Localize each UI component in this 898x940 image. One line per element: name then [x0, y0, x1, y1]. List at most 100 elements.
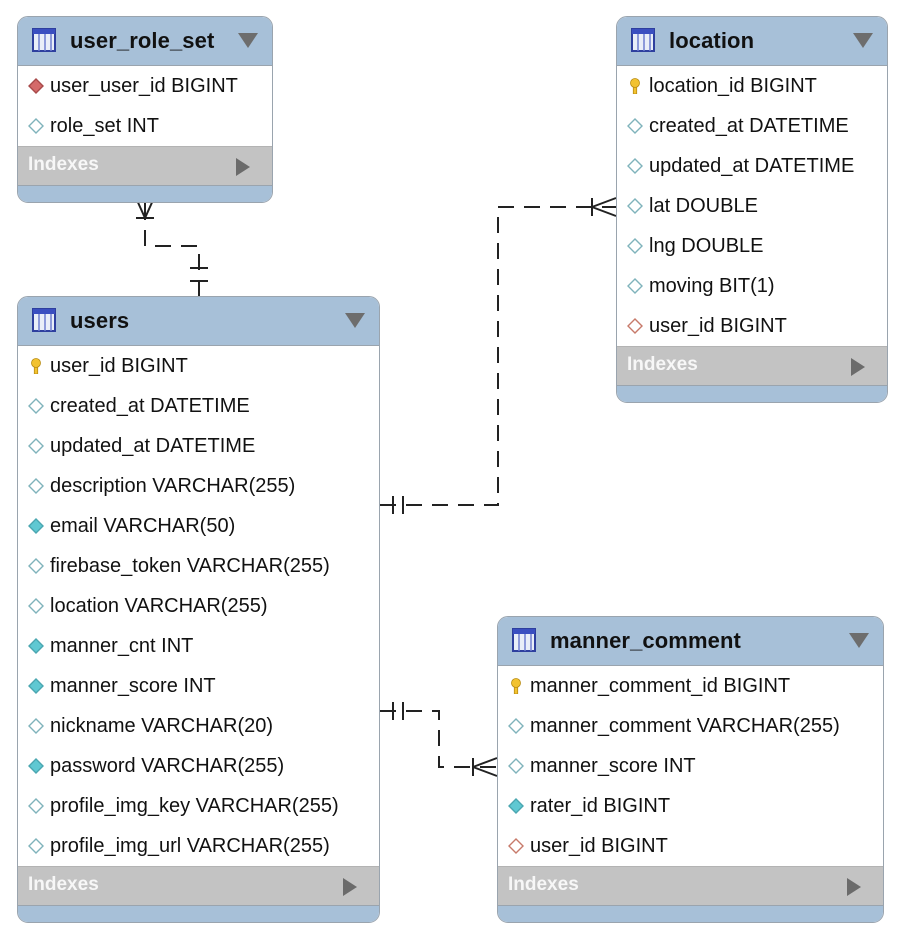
table-header[interactable]: manner_comment	[498, 617, 883, 666]
primary-key-icon	[511, 678, 521, 694]
table-icon	[32, 28, 56, 52]
table-footer	[498, 905, 883, 922]
nullable-foreign-key-diamond-icon	[627, 318, 643, 334]
column-row[interactable]: role_set INT	[18, 106, 272, 146]
column-row[interactable]: manner_comment_id BIGINT	[498, 666, 883, 706]
column-name: password VARCHAR(255)	[50, 755, 285, 777]
relationship-users-location	[380, 197, 617, 514]
nullable-column-diamond-icon	[627, 238, 643, 254]
not-null-column-diamond-icon	[28, 638, 44, 654]
column-name: updated_at DATETIME	[50, 435, 256, 457]
expand-arrow-icon[interactable]	[343, 878, 357, 896]
column-row[interactable]: user_user_id BIGINT	[18, 66, 272, 106]
column-row[interactable]: description VARCHAR(255)	[18, 466, 379, 506]
column-row[interactable]: profile_img_key VARCHAR(255)	[18, 786, 379, 826]
column-row[interactable]: lng DOUBLE	[617, 226, 887, 266]
relationship-users-manner-comment	[380, 702, 498, 777]
column-list: manner_comment_id BIGINT manner_comment V…	[498, 666, 883, 866]
column-row[interactable]: manner_score INT	[18, 666, 379, 706]
indexes-label: Indexes	[508, 874, 579, 895]
not-null-column-diamond-icon	[508, 798, 524, 814]
nullable-column-diamond-icon	[28, 398, 44, 414]
column-name: created_at DATETIME	[50, 395, 250, 417]
column-row[interactable]: firebase_token VARCHAR(255)	[18, 546, 379, 586]
column-row[interactable]: manner_comment VARCHAR(255)	[498, 706, 883, 746]
column-row[interactable]: nickname VARCHAR(20)	[18, 706, 379, 746]
column-row[interactable]: updated_at DATETIME	[617, 146, 887, 186]
indexes-section[interactable]: Indexes	[617, 346, 887, 385]
nullable-column-diamond-icon	[28, 598, 44, 614]
column-name: manner_score INT	[50, 675, 216, 697]
table-footer	[18, 905, 379, 922]
column-name: manner_score INT	[530, 755, 696, 777]
collapse-caret-icon[interactable]	[345, 313, 365, 328]
indexes-label: Indexes	[28, 154, 99, 175]
indexes-section[interactable]: Indexes	[18, 146, 272, 185]
nullable-column-diamond-icon	[28, 798, 44, 814]
primary-key-icon	[31, 358, 41, 374]
foreign-key-diamond-icon	[28, 78, 44, 94]
nullable-column-diamond-icon	[28, 718, 44, 734]
column-name: user_id BIGINT	[530, 835, 668, 857]
column-row[interactable]: manner_cnt INT	[18, 626, 379, 666]
collapse-caret-icon[interactable]	[849, 633, 869, 648]
column-row[interactable]: lat DOUBLE	[617, 186, 887, 226]
column-name: user_id BIGINT	[50, 355, 188, 377]
column-row[interactable]: profile_img_url VARCHAR(255)	[18, 826, 379, 866]
table-header[interactable]: user_role_set	[18, 17, 272, 66]
table-location[interactable]: location location_id BIGINT created_at DA…	[616, 16, 888, 403]
column-name: moving BIT(1)	[649, 275, 775, 297]
nullable-column-diamond-icon	[28, 558, 44, 574]
not-null-column-diamond-icon	[28, 518, 44, 534]
table-header[interactable]: location	[617, 17, 887, 66]
table-icon	[631, 28, 655, 52]
column-row[interactable]: password VARCHAR(255)	[18, 746, 379, 786]
column-row[interactable]: user_id BIGINT	[617, 306, 887, 346]
nullable-column-diamond-icon	[508, 758, 524, 774]
column-name: nickname VARCHAR(20)	[50, 715, 274, 737]
nullable-column-diamond-icon	[28, 478, 44, 494]
column-name: lng DOUBLE	[649, 235, 764, 257]
column-row[interactable]: moving BIT(1)	[617, 266, 887, 306]
column-row[interactable]: email VARCHAR(50)	[18, 506, 379, 546]
collapse-caret-icon[interactable]	[238, 33, 258, 48]
table-title: manner_comment	[550, 628, 741, 653]
column-row[interactable]: location_id BIGINT	[617, 66, 887, 106]
column-row[interactable]: created_at DATETIME	[617, 106, 887, 146]
table-header[interactable]: users	[18, 297, 379, 346]
column-row[interactable]: user_id BIGINT	[498, 826, 883, 866]
column-row[interactable]: user_id BIGINT	[18, 346, 379, 386]
nullable-column-diamond-icon	[627, 118, 643, 134]
column-row[interactable]: created_at DATETIME	[18, 386, 379, 426]
column-name: manner_cnt INT	[50, 635, 194, 657]
primary-key-icon	[630, 78, 640, 94]
indexes-section[interactable]: Indexes	[18, 866, 379, 905]
indexes-label: Indexes	[28, 874, 99, 895]
column-row[interactable]: manner_score INT	[498, 746, 883, 786]
column-name: manner_comment_id BIGINT	[530, 675, 791, 697]
column-list: user_id BIGINT created_at DATETIME updated…	[18, 346, 379, 866]
table-footer	[617, 385, 887, 402]
column-row[interactable]: updated_at DATETIME	[18, 426, 379, 466]
column-name: description VARCHAR(255)	[50, 475, 296, 497]
nullable-column-diamond-icon	[28, 118, 44, 134]
column-name: profile_img_key VARCHAR(255)	[50, 795, 339, 817]
indexes-section[interactable]: Indexes	[498, 866, 883, 905]
collapse-caret-icon[interactable]	[853, 33, 873, 48]
column-name: created_at DATETIME	[649, 115, 849, 137]
table-title: location	[669, 28, 755, 53]
nullable-column-diamond-icon	[508, 718, 524, 734]
column-name: location_id BIGINT	[649, 75, 817, 97]
expand-arrow-icon[interactable]	[847, 878, 861, 896]
nullable-column-diamond-icon	[627, 158, 643, 174]
column-name: firebase_token VARCHAR(255)	[50, 555, 330, 577]
expand-arrow-icon[interactable]	[236, 158, 250, 176]
expand-arrow-icon[interactable]	[851, 358, 865, 376]
column-row[interactable]: rater_id BIGINT	[498, 786, 883, 826]
column-row[interactable]: location VARCHAR(255)	[18, 586, 379, 626]
nullable-column-diamond-icon	[28, 838, 44, 854]
